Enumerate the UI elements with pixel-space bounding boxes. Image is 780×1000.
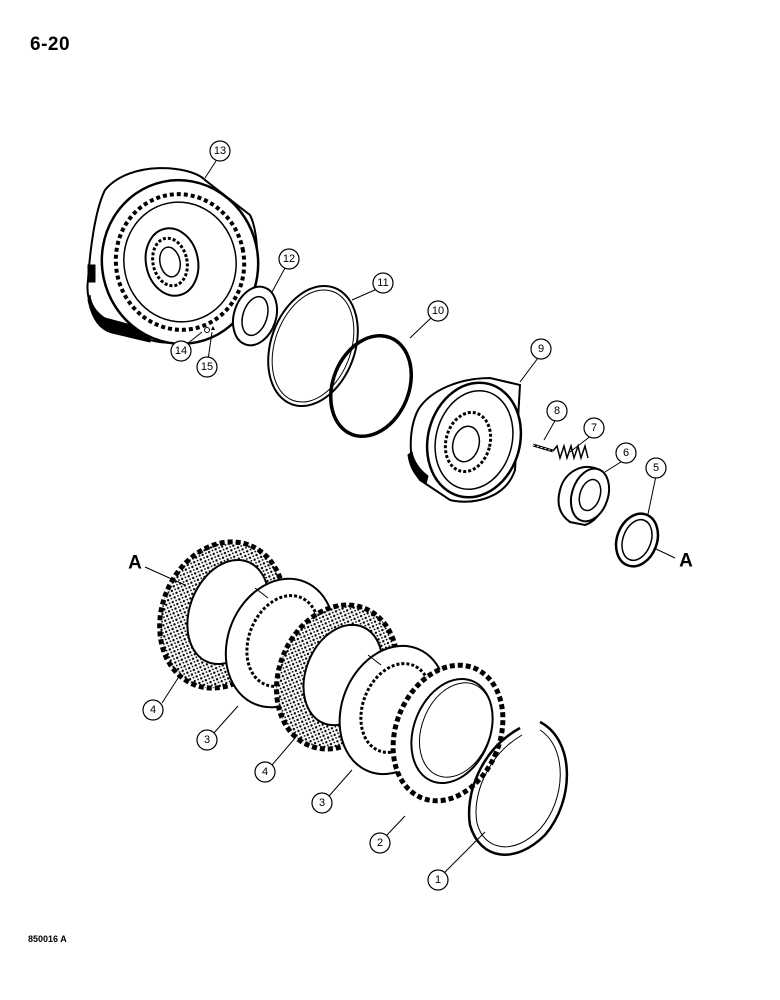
- pressure-plate-part-2: [390, 662, 506, 804]
- clutch-drum-part-13: [86, 167, 260, 346]
- svg-text:9: 9: [538, 343, 544, 355]
- svg-text:7: 7: [591, 422, 597, 434]
- spring-part-7: [552, 443, 589, 461]
- figure-code: 850016 A: [28, 934, 67, 944]
- svg-text:4: 4: [262, 766, 268, 778]
- leader-lines: [144, 160, 676, 874]
- svg-text:14: 14: [175, 345, 187, 357]
- callout-7: 7: [583, 417, 605, 439]
- spring-retainer-part-6: [557, 465, 611, 527]
- seal-ring-part-11: [267, 284, 359, 408]
- svg-text:5: 5: [653, 462, 659, 474]
- page-number: 6-20: [30, 34, 71, 55]
- o-ring-part-10: [328, 333, 414, 439]
- pin-part-8: [532, 443, 554, 453]
- svg-text:8: 8: [554, 405, 560, 417]
- callout-4a: 4: [142, 699, 164, 721]
- callout-6: 6: [615, 442, 637, 464]
- reference-a-left: A: [128, 553, 142, 574]
- washer-part-12: [231, 285, 279, 347]
- callout-11: 11: [372, 272, 394, 294]
- ball-part-14: [204, 327, 210, 333]
- svg-text:15: 15: [201, 361, 213, 373]
- callout-4b: 4: [254, 761, 276, 783]
- svg-text:4: 4: [150, 704, 156, 716]
- snap-ring-part-1: [467, 720, 569, 856]
- callout-14: 14: [170, 340, 192, 362]
- callout-15: 15: [196, 356, 218, 378]
- svg-text:3: 3: [204, 734, 210, 746]
- callout-3a: 3: [196, 729, 218, 751]
- callout-2: 2: [369, 832, 391, 854]
- piston-part-9: [407, 376, 523, 503]
- callout-12: 12: [278, 248, 300, 270]
- snap-ring-part-5: [614, 512, 660, 568]
- callout-10: 10: [427, 300, 449, 322]
- svg-text:3: 3: [319, 797, 325, 809]
- callout-5: 5: [645, 457, 667, 479]
- callout-13: 13: [209, 140, 231, 162]
- callout-3b: 3: [311, 792, 333, 814]
- svg-text:13: 13: [214, 145, 226, 157]
- callout-1: 1: [427, 869, 449, 891]
- svg-text:2: 2: [377, 837, 383, 849]
- reference-a-right: A: [679, 551, 693, 572]
- callout-9: 9: [530, 338, 552, 360]
- svg-text:1: 1: [435, 874, 441, 886]
- svg-text:10: 10: [432, 305, 444, 317]
- svg-text:11: 11: [377, 277, 388, 289]
- svg-text:6: 6: [623, 447, 629, 459]
- svg-text:12: 12: [283, 253, 295, 265]
- plug-part-15: [211, 326, 215, 330]
- callout-8: 8: [546, 400, 568, 422]
